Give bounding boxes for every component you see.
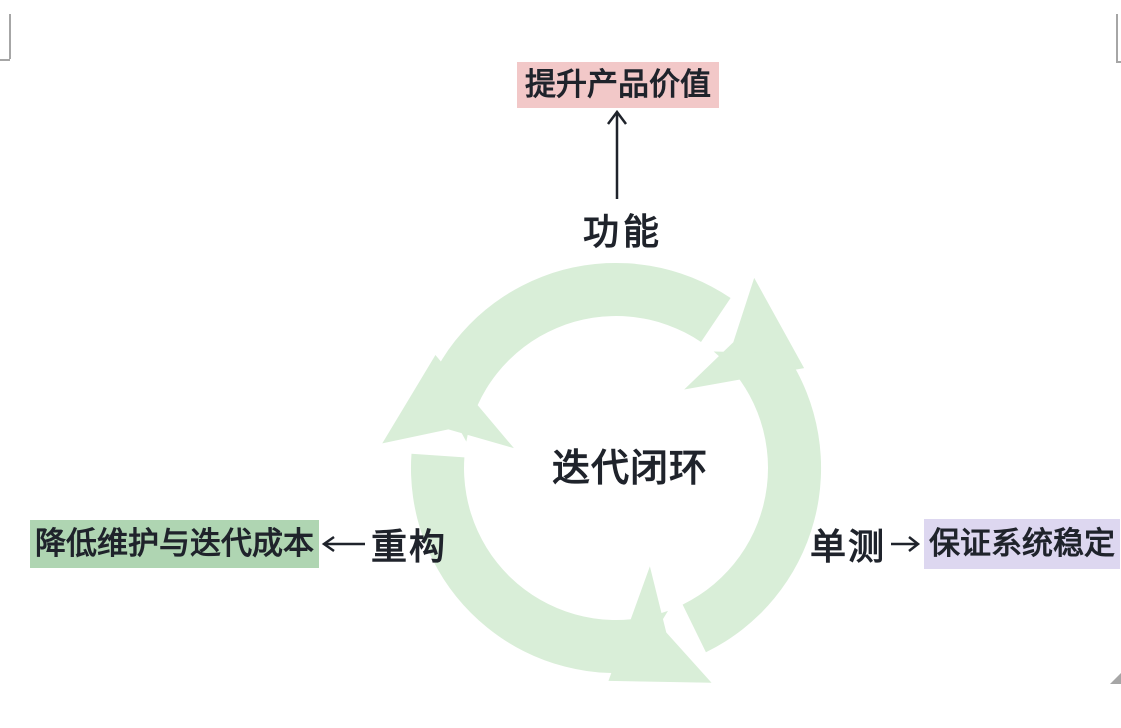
left-branch: 降低维护与迭代成本 重构 [30,518,447,570]
right-result-label[interactable]: 保证系统稳定 [924,519,1121,569]
left-result-label[interactable]: 降低维护与迭代成本 [30,520,319,568]
left-source-label[interactable]: 重构 [371,526,448,567]
top-source-label[interactable]: 功能 [583,211,664,252]
canvas-corner-mark-top-right-h [1116,61,1121,63]
canvas-corner-mark-top-left-v [9,14,11,59]
canvas-corner-mark-top-left-h [0,59,10,61]
right-arrow-icon [889,534,921,554]
right-branch: 单测 保证系统稳定 [810,518,1121,570]
right-source-label[interactable]: 单测 [810,526,887,567]
left-arrow-icon [321,534,367,554]
cycle-arrows-icon[interactable] [356,218,876,728]
top-result-label[interactable]: 提升产品价值 [517,62,719,108]
canvas-corner-mark-top-right-v [1116,14,1118,62]
cycle-center-label[interactable]: 迭代闭环 [552,448,709,490]
up-arrow-icon [603,107,631,201]
resize-grip-icon[interactable] [1110,673,1121,684]
